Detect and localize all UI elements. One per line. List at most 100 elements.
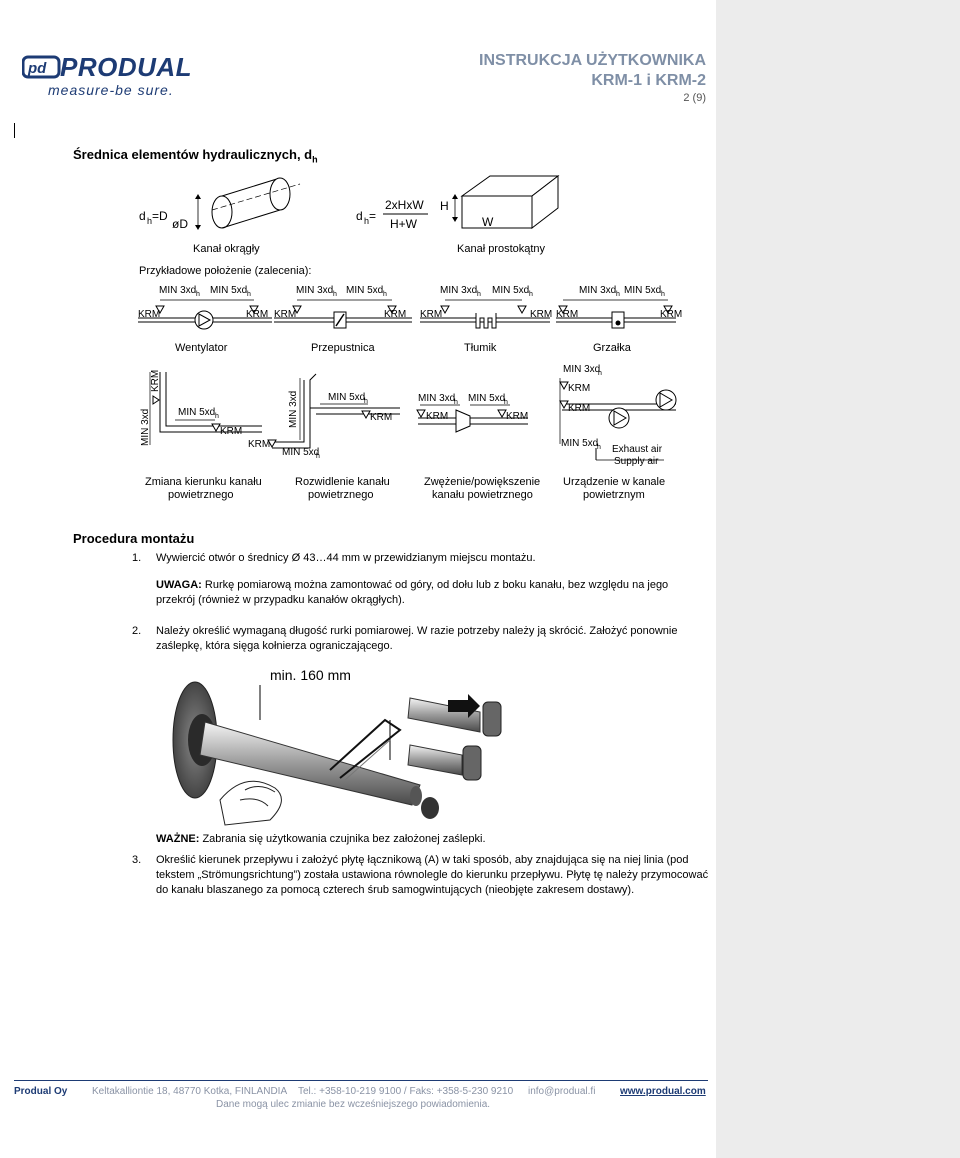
damper-min3-sub: h bbox=[333, 291, 337, 298]
fan-min5-sub: h bbox=[247, 291, 251, 298]
heading-text: Średnica elementów hydraulicznych, d bbox=[73, 147, 313, 162]
rect-formula-eq: = bbox=[369, 209, 376, 223]
footer-disclaimer: Dane mogą ulec zmianie bez wcześniejszeg… bbox=[216, 1099, 491, 1110]
supply-air-label: Supply air bbox=[614, 456, 659, 467]
step-1: 1.Wywiercić otwór o średnicy Ø 43…44 mm … bbox=[132, 551, 712, 566]
section-heading-diameter: Średnica elementów hydraulicznych, dh bbox=[73, 147, 318, 165]
footer-company: Produal Oy bbox=[14, 1086, 68, 1097]
document-title: INSTRUKCJA UŻYTKOWNIKA bbox=[479, 52, 706, 69]
footer-phone: Tel.: +358-10-219 9100 / Faks: +358-5-23… bbox=[298, 1086, 514, 1097]
logo: pd PRODUAL measure-be sure. bbox=[22, 52, 192, 102]
bend-krm-right: KRM bbox=[220, 426, 242, 437]
device-min3-sub: h bbox=[598, 370, 602, 377]
footer-email[interactable]: info@produal.fi bbox=[528, 1086, 596, 1097]
cap-inset-bottom bbox=[407, 744, 482, 781]
step-3-line2: tekstem „Strömungsrichtung”) została ust… bbox=[156, 869, 709, 881]
reduction-min5: MIN 5xd bbox=[468, 393, 505, 404]
text-cursor bbox=[14, 123, 15, 138]
reduction-min5-sub: h bbox=[504, 399, 508, 406]
footer-website-link[interactable]: www.produal.com bbox=[620, 1086, 706, 1097]
rect-W-label: W bbox=[482, 215, 494, 229]
fan-min3: MIN 3xd bbox=[159, 285, 196, 296]
label-damper: Przepustnica bbox=[311, 342, 375, 354]
step-2-number: 2. bbox=[132, 625, 142, 637]
caption-branch-1: Rozwidlenie kanału bbox=[295, 476, 390, 488]
important-label: WAŻNE: bbox=[156, 833, 200, 845]
branch-min5-top-sub: h bbox=[364, 398, 368, 405]
fan-krm-left: KRM bbox=[138, 309, 160, 320]
heater-min3: MIN 3xd bbox=[579, 285, 616, 296]
rect-H-label: H bbox=[440, 199, 449, 213]
caption-device-2: powietrznym bbox=[583, 489, 645, 501]
round-diameter-label: øD bbox=[172, 217, 188, 231]
section-heading-installation: Procedura montażu bbox=[73, 531, 195, 546]
heading-sub: h bbox=[312, 154, 318, 165]
fan-min3-sub: h bbox=[196, 291, 200, 298]
caption-bend-2: powietrznego bbox=[168, 489, 233, 501]
damper-min5-sub: h bbox=[383, 291, 387, 298]
round-formula-eq: =D bbox=[152, 209, 168, 223]
branch-krm-left: KRM bbox=[248, 439, 270, 450]
damper-krm-right: KRM bbox=[384, 309, 406, 320]
svg-text:pd: pd bbox=[27, 60, 47, 77]
footer-rule bbox=[14, 1080, 708, 1081]
silencer-krm-right: KRM bbox=[530, 309, 552, 320]
fan-krm-right: KRM bbox=[246, 309, 268, 320]
device-krm-top: KRM bbox=[568, 383, 590, 394]
logo-mark-icon: pd bbox=[22, 55, 61, 79]
silencer-krm-left: KRM bbox=[420, 309, 442, 320]
examples-caption: Przykładowe położenie (zalecenia): bbox=[139, 265, 311, 277]
heater-min5: MIN 5xd bbox=[624, 285, 661, 296]
fan-min5: MIN 5xd bbox=[210, 285, 247, 296]
step-1-number: 1. bbox=[132, 552, 142, 564]
exhaust-air-label: Exhaust air bbox=[612, 444, 663, 455]
round-formula-d: d bbox=[139, 209, 146, 223]
sensor-illustration: min. 160 mm bbox=[172, 667, 502, 826]
rect-formula-sub: h bbox=[364, 216, 369, 226]
reduction-krm-right: KRM bbox=[506, 411, 528, 422]
rect-formula-d: d bbox=[356, 209, 363, 223]
step-2-line1: Należy określić wymaganą długość rurki p… bbox=[156, 625, 678, 637]
hydraulic-diameter-diagram: d h =D øD Kanał okrągły d h = 2xHxW H+W … bbox=[138, 174, 682, 501]
footer-address: Keltakalliontie 18, 48770 Kotka, FINLAND… bbox=[92, 1086, 288, 1097]
device-krm-middle: KRM bbox=[568, 403, 590, 414]
caption-reduction-2: kanału powietrznego bbox=[432, 489, 533, 501]
comment-margin bbox=[716, 0, 960, 1158]
bend-min3: MIN 3xd bbox=[140, 409, 151, 446]
rect-formula-denominator: H+W bbox=[390, 217, 418, 231]
step-3-line1: Określić kierunek przepływu i założyć pł… bbox=[156, 854, 689, 866]
warning-note: UWAGA: Rurkę pomiarową można zamontować … bbox=[156, 578, 712, 608]
branch-min5-bottom: MIN 5xd bbox=[282, 447, 319, 458]
warning-line2: przekrój (również w przypadku kanałów ok… bbox=[156, 594, 405, 606]
round-duct: d h =D øD Kanał okrągły bbox=[139, 177, 301, 255]
heater-krm-left: KRM bbox=[556, 309, 578, 320]
branch-min3: MIN 3xd bbox=[288, 391, 299, 428]
label-silencer: Tłumik bbox=[464, 342, 497, 354]
caption-branch-2: powietrznego bbox=[308, 489, 373, 501]
branch-min5-bottom-sub: h bbox=[316, 453, 320, 460]
min-length-label: min. 160 mm bbox=[270, 667, 351, 683]
caption-bend-1: Zmiana kierunku kanału bbox=[145, 476, 262, 488]
silencer-min3-sub: h bbox=[477, 291, 481, 298]
branch-min5-top: MIN 5xd bbox=[328, 392, 365, 403]
reduction-min3: MIN 3xd bbox=[418, 393, 455, 404]
silencer-min3: MIN 3xd bbox=[440, 285, 477, 296]
damper-krm-left: KRM bbox=[274, 309, 296, 320]
caption-reduction-1: Zwężenie/powiększenie bbox=[424, 476, 540, 488]
heater-min3-sub: h bbox=[616, 291, 620, 298]
rect-formula-numerator: 2xHxW bbox=[385, 198, 424, 212]
damper-min5: MIN 5xd bbox=[346, 285, 383, 296]
step-2-line2: zaślepkę, która sięga kołnierza ogranicz… bbox=[156, 640, 393, 652]
bend-min5: MIN 5xd bbox=[178, 407, 215, 418]
device-min5: MIN 5xd bbox=[561, 438, 598, 449]
page-number: 2 (9) bbox=[683, 92, 706, 104]
step-3: 3.Określić kierunek przepływu i założyć … bbox=[132, 853, 716, 898]
bend-min5-sub: h bbox=[215, 413, 219, 420]
heater-min5-sub: h bbox=[661, 291, 665, 298]
rect-duct: d h = 2xHxW H+W H W Kanał prostokątny bbox=[356, 174, 560, 255]
silencer-min5: MIN 5xd bbox=[492, 285, 529, 296]
branch-krm-right: KRM bbox=[370, 412, 392, 423]
important-text: Zabrania się użytkowania czujnika bez za… bbox=[199, 833, 486, 845]
round-formula-sub: h bbox=[147, 216, 152, 226]
